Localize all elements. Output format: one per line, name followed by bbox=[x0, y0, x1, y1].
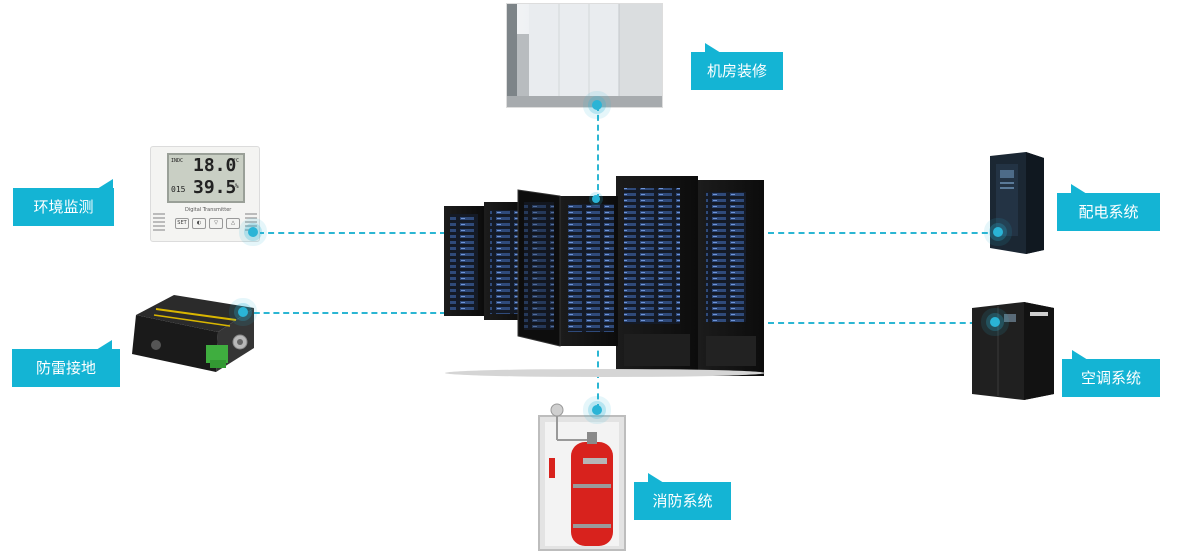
label-env: 环境监测 bbox=[13, 179, 114, 226]
power-cabinet-image bbox=[986, 150, 1048, 256]
room-photo-svg bbox=[507, 4, 662, 107]
label-pointer bbox=[1072, 350, 1088, 360]
env-node bbox=[248, 227, 258, 237]
power-node bbox=[993, 227, 1003, 237]
lightning-protector-image bbox=[126, 290, 261, 382]
ac-unit-svg bbox=[972, 302, 1054, 400]
label-pointer bbox=[96, 340, 112, 350]
server-top-node bbox=[592, 195, 600, 203]
sensor-humid: 39.5 bbox=[193, 177, 237, 198]
label-ac-text: 空调系统 bbox=[1080, 369, 1141, 387]
connector-room bbox=[597, 105, 599, 200]
label-ac: 空调系统 bbox=[1062, 350, 1160, 397]
sensor-buttons: SET ◐ ▽ △ bbox=[175, 218, 240, 229]
connector-power bbox=[768, 232, 998, 234]
sensor-humid-unit: % bbox=[235, 183, 239, 190]
room-decoration-image bbox=[506, 3, 663, 108]
label-fire: 消防系统 bbox=[634, 473, 731, 520]
sensor-brand: Digital Transmitter bbox=[185, 207, 232, 213]
sensor-vent-left bbox=[153, 213, 165, 231]
ac-node bbox=[990, 317, 1000, 327]
connector-env bbox=[258, 232, 446, 234]
power-cabinet-svg bbox=[990, 152, 1044, 254]
sensor-temp-unit: °C bbox=[233, 158, 240, 164]
sensor-temp: 18.0 bbox=[193, 155, 237, 176]
label-fire-text: 消防系统 bbox=[652, 492, 713, 510]
env-sensor-image: INDC 18.0 °C 015 39.5 % Digital Transmit… bbox=[150, 146, 260, 242]
label-lightning-text: 防雷接地 bbox=[35, 359, 96, 377]
label-power-text: 配电系统 bbox=[1078, 203, 1139, 221]
fire-system-image bbox=[537, 402, 627, 552]
connector-ac bbox=[768, 322, 996, 324]
room-node bbox=[592, 100, 602, 110]
sensor-id: 015 bbox=[171, 185, 186, 194]
sensor-button-4: △ bbox=[226, 218, 240, 229]
label-env-text: 环境监测 bbox=[33, 198, 94, 216]
label-pointer bbox=[705, 43, 721, 53]
sensor-lcd: INDC 18.0 °C 015 39.5 % bbox=[167, 153, 245, 203]
sensor-button-3: ▽ bbox=[209, 218, 223, 229]
server-racks-image bbox=[440, 168, 770, 378]
label-power: 配电系统 bbox=[1057, 184, 1160, 231]
label-lightning: 防雷接地 bbox=[12, 340, 120, 387]
sensor-tag: INDC bbox=[171, 158, 184, 164]
label-pointer bbox=[97, 179, 113, 189]
lightning-device-svg bbox=[132, 295, 254, 372]
sensor-vent-right bbox=[245, 213, 257, 231]
server-racks-svg bbox=[444, 176, 765, 377]
lightning-node bbox=[238, 307, 248, 317]
label-pointer bbox=[1071, 184, 1087, 194]
sensor-button-2: ◐ bbox=[192, 218, 206, 229]
sensor-button-set: SET bbox=[175, 218, 189, 229]
label-room: 机房装修 bbox=[691, 43, 783, 90]
connector-lightning bbox=[244, 312, 446, 314]
fire-system-svg bbox=[538, 403, 626, 551]
fire-node bbox=[592, 405, 602, 415]
label-pointer bbox=[648, 473, 664, 483]
label-room-text: 机房装修 bbox=[706, 62, 767, 80]
ac-unit-image bbox=[968, 298, 1056, 402]
